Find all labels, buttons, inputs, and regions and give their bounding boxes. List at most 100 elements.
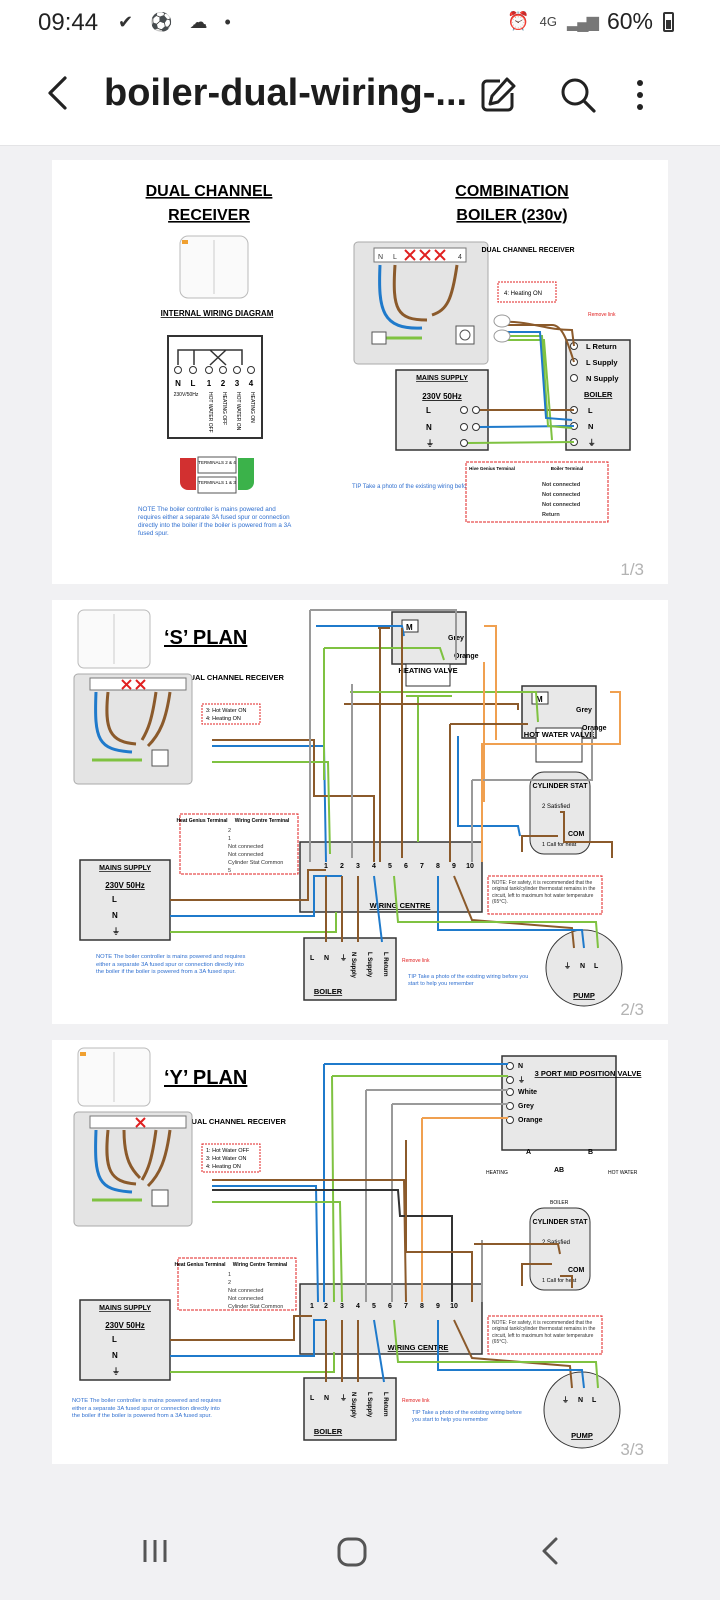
- svg-text:Not connected: Not connected: [228, 1296, 263, 1302]
- chevron-left-icon[interactable]: [40, 74, 78, 112]
- svg-text:1: 1: [310, 1303, 314, 1310]
- search-icon[interactable]: [558, 75, 598, 115]
- internal-wiring-box: N L 1 2 3 4 230V/50Hz HOT WATER OFF HEAT…: [167, 335, 263, 439]
- back-icon[interactable]: [538, 1536, 562, 1566]
- svg-text:9: 9: [452, 863, 456, 870]
- p3-tip: TIP Take a photo of the existing wiring …: [412, 1410, 522, 1423]
- svg-text:Not connected: Not connected: [542, 482, 580, 488]
- p2-title: ‘S’ PLAN: [164, 627, 247, 649]
- signal-icon: ▂▄▆: [567, 13, 599, 31]
- svg-text:A: A: [526, 1149, 531, 1156]
- svg-text:6: 6: [388, 1303, 392, 1310]
- svg-text:Remove link: Remove link: [402, 1398, 430, 1404]
- p1-term-1: 1: [207, 379, 212, 388]
- battery-icon: [663, 11, 674, 32]
- svg-text:Not connected: Not connected: [228, 844, 263, 850]
- svg-text:6: 6: [404, 863, 408, 870]
- svg-text:HOT WATER: HOT WATER: [608, 1170, 638, 1176]
- p1-right-title-1: COMBINATION: [455, 183, 568, 200]
- svg-text:WIRING CENTRE: WIRING CENTRE: [388, 1343, 449, 1352]
- svg-text:2: 2: [324, 1303, 328, 1310]
- home-icon[interactable]: [336, 1536, 368, 1568]
- edit-icon[interactable]: [478, 75, 518, 115]
- svg-text:HOT WATER VALVE: HOT WATER VALVE: [524, 730, 594, 739]
- page-1-diagram: DUAL CHANNEL RECEIVER INTERNAL WIRING DI…: [138, 183, 631, 537]
- p1-terminal-table: Hive Genius Terminal Boiler Terminal Not…: [465, 461, 609, 523]
- svg-text:Not connected: Not connected: [228, 1288, 263, 1294]
- p2-table: Heat Genius Terminal Wiring Centre Termi…: [176, 813, 299, 875]
- svg-text:HEATING: HEATING: [486, 1170, 508, 1176]
- recents-icon[interactable]: [140, 1536, 170, 1566]
- svg-text:⏚: ⏚: [562, 1396, 569, 1404]
- svg-text:B: B: [588, 1149, 593, 1156]
- svg-text:2 Satisfied: 2 Satisfied: [542, 804, 570, 810]
- page-2-number: 2/3: [620, 1000, 644, 1019]
- svg-text:Remove link: Remove link: [402, 958, 430, 964]
- svg-text:8: 8: [436, 863, 440, 870]
- svg-text:3 PORT MID POSITION VALVE: 3 PORT MID POSITION VALVE: [535, 1069, 642, 1078]
- svg-text:M: M: [406, 623, 413, 632]
- svg-text:M: M: [536, 695, 543, 704]
- p3-table: Heat Genius Terminal Wiring Centre Termi…: [174, 1257, 297, 1311]
- p1-left-title-1: DUAL CHANNEL: [146, 183, 273, 200]
- svg-text:Orange: Orange: [454, 653, 479, 660]
- p2-device-icon: [77, 609, 151, 669]
- svg-text:N: N: [324, 1395, 329, 1402]
- svg-text:5: 5: [388, 863, 392, 870]
- svg-text:Heat Genius Terminal: Heat Genius Terminal: [174, 1262, 226, 1268]
- svg-text:Cylinder Stat Common: Cylinder Stat Common: [228, 860, 283, 866]
- svg-text:N Supply: N Supply: [586, 374, 619, 383]
- p1-ch-1: HOT WATER OFF: [207, 392, 213, 433]
- p1-terminals-a: TERMINALS 2 & 4: [198, 460, 236, 465]
- svg-text:1 Call for heat: 1 Call for heat: [542, 842, 577, 848]
- svg-text:L: L: [310, 1395, 315, 1402]
- svg-text:4: 4: [458, 254, 462, 261]
- status-right: ⏰ 4G ▂▄▆ 60%: [507, 8, 674, 35]
- svg-text:COM: COM: [568, 1267, 585, 1274]
- p2-receiver-backplate: [73, 673, 193, 785]
- svg-text:N: N: [112, 1351, 118, 1360]
- p1-receiver-label: DUAL CHANNEL RECEIVER: [481, 247, 574, 254]
- svg-text:L: L: [594, 963, 599, 970]
- p1-left-title-2: RECEIVER: [168, 207, 250, 224]
- svg-text:Not connected: Not connected: [542, 502, 580, 508]
- page-1-number: 1/3: [620, 560, 644, 579]
- svg-text:N Supply: N Supply: [350, 1392, 356, 1419]
- svg-text:L: L: [112, 1335, 117, 1344]
- svg-text:⏚: ⏚: [588, 438, 596, 447]
- svg-text:230V 50Hz: 230V 50Hz: [422, 392, 462, 401]
- p3-receiver-backplate: [73, 1111, 193, 1227]
- pdf-page-3[interactable]: ‘Y’ PLAN DUAL CHANNEL RECEIVER 1: Hot Wa…: [52, 1040, 668, 1464]
- svg-text:⏚: ⏚: [564, 962, 571, 970]
- pdf-page-2[interactable]: ‘S’ PLAN DUAL CHANNEL RECEIVER 3: Hot Wa…: [52, 600, 668, 1024]
- svg-text:N: N: [518, 1063, 523, 1070]
- svg-text:Boiler Terminal: Boiler Terminal: [551, 466, 583, 471]
- svg-text:Return: Return: [542, 512, 560, 518]
- p1-ch-3: HOT WATER ON: [235, 392, 241, 431]
- p3-mains-supply: MAINS SUPPLY 230V 50Hz LN⏚: [79, 1299, 171, 1381]
- svg-text:3: 3: [356, 863, 360, 870]
- p1-note: NOTE The boiler controller is mains powe…: [138, 506, 291, 537]
- svg-text:N: N: [580, 963, 585, 970]
- pdf-page-1[interactable]: DUAL CHANNEL RECEIVER INTERNAL WIRING DI…: [52, 160, 668, 584]
- svg-text:L Return: L Return: [382, 952, 388, 977]
- p2-tip: TIP Take a photo of the existing wiring …: [408, 974, 529, 987]
- svg-text:4: Heating ON: 4: Heating ON: [206, 1164, 241, 1170]
- svg-text:4: 4: [372, 863, 376, 870]
- svg-text:230V 50Hz: 230V 50Hz: [105, 1321, 145, 1330]
- svg-text:5: 5: [228, 868, 231, 874]
- svg-text:10: 10: [450, 1303, 458, 1310]
- svg-text:CYLINDER STAT: CYLINDER STAT: [533, 783, 589, 790]
- p1-term-3: 3: [235, 379, 240, 388]
- svg-text:BOILER: BOILER: [584, 390, 613, 399]
- p1-tip: TIP Take a photo of the existing wiring …: [352, 484, 558, 490]
- svg-text:L: L: [588, 406, 593, 415]
- p1-term-l: L: [191, 379, 196, 388]
- svg-text:Grey: Grey: [518, 1103, 534, 1110]
- svg-text:MAINS SUPPLY: MAINS SUPPLY: [99, 1305, 151, 1312]
- svg-text:7: 7: [404, 1303, 408, 1310]
- svg-text:1: Hot Water OFF: 1: Hot Water OFF: [206, 1148, 250, 1154]
- more-vert-icon[interactable]: [630, 75, 650, 115]
- p3-receiver-label: DUAL CHANNEL RECEIVER: [186, 1117, 286, 1126]
